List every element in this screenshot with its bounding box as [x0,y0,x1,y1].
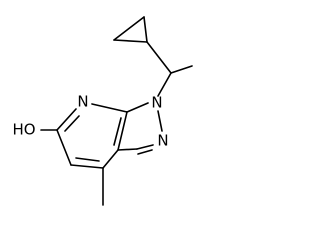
bond-cyclopropyl-ch [146,41,172,74]
bond-cyclopropyl-top [113,16,145,41]
atom-label-hydroxyl: HO [12,121,35,139]
bond-c7a-c3a-inner [113,117,122,146]
bond-c3-c3a [117,148,138,151]
bond-c7a-c3a [117,111,128,151]
bond-cyclopropyl-right [143,16,148,43]
bond-c7a-npyr [91,103,128,113]
bond-c6-c5 [56,129,72,166]
bond-ch-methyl [170,65,193,74]
bond-ch-n1 [157,72,172,97]
bond-cyclopropyl-bottom [113,39,148,43]
bond-n2-c3 [136,144,154,150]
bond-npyr-c6-inner [64,115,80,132]
bond-n2-c3-double [137,149,153,155]
bond-n1-c7a [126,102,149,113]
atom-label-n2-pyrazole: N [157,132,168,150]
atom-label-n-pyridine: N [77,93,88,111]
atom-label-n1-pyrazole: N [151,94,162,112]
bond-c5-c4-inner [75,157,100,162]
bond-npyr-c6 [56,108,77,131]
bond-n1-n2 [157,110,163,132]
bond-c5-c4 [70,164,104,169]
bond-c4-c3a [102,149,119,169]
molecule-structure: HO N N N [12,16,193,206]
